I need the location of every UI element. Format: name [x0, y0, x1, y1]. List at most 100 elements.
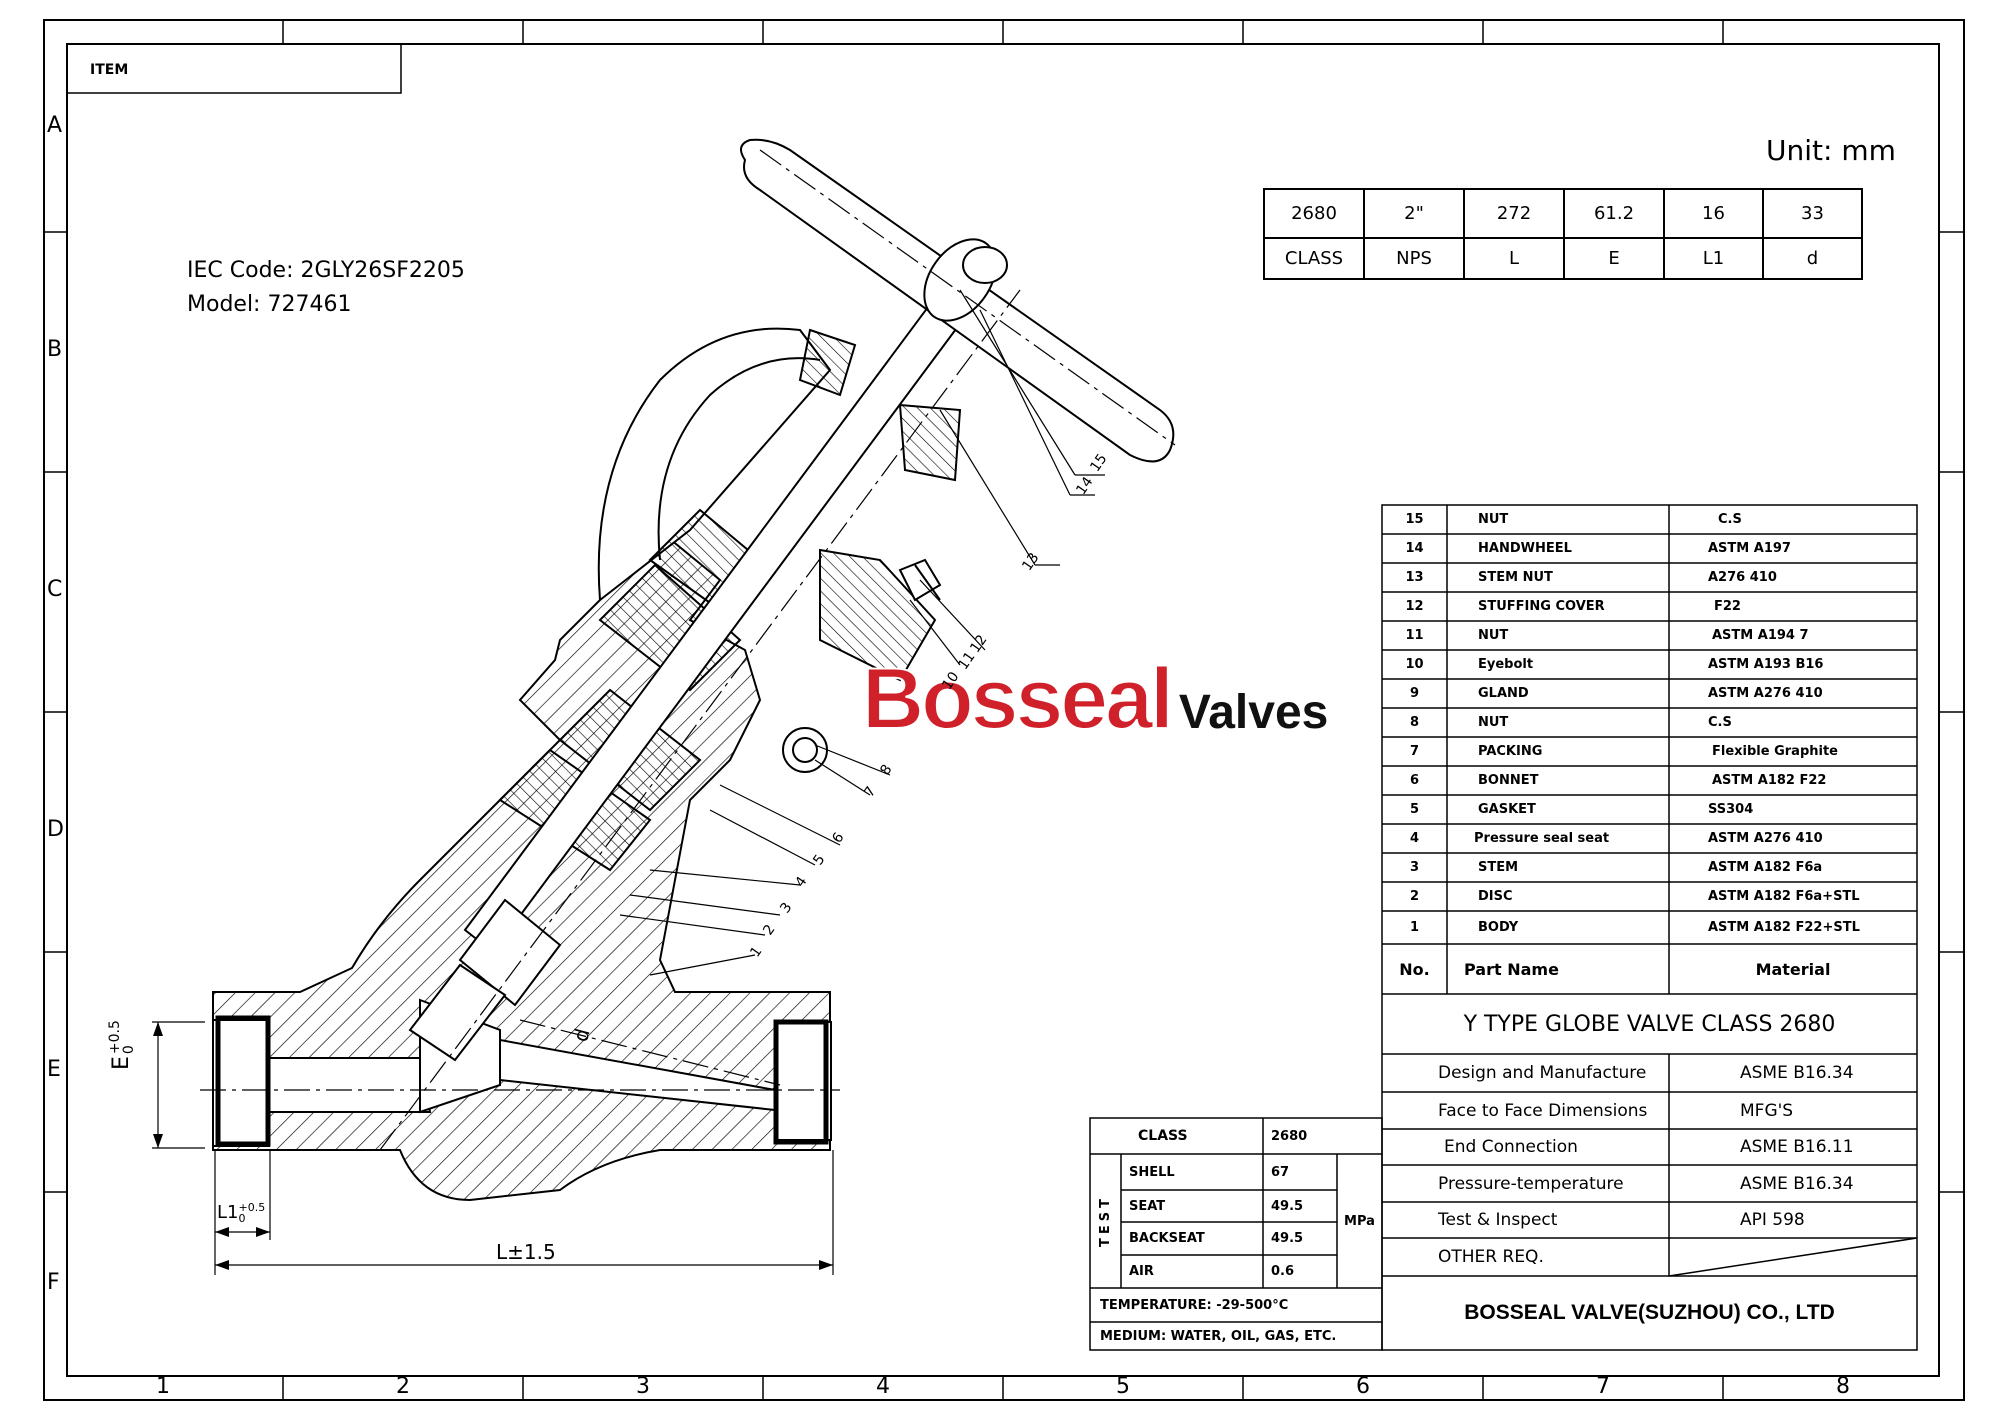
outer-border [43, 19, 1965, 1401]
part-material: ASTM A182 F6a+STL [1708, 889, 1860, 904]
dim-value-e: 61.2 [1593, 203, 1635, 224]
dim-value-class: 2680 [1291, 203, 1337, 224]
parts-header-material: Material [1755, 959, 1831, 979]
part-no: 2 [1409, 889, 1420, 904]
zone-number-7: 7 [1596, 1374, 1610, 1399]
logo-brand: Bosseal [861, 650, 1175, 748]
part-material: ASTM A193 B16 [1708, 657, 1824, 672]
test-row-value: 49.5 [1271, 1198, 1304, 1214]
dim-e-letter: E [109, 1056, 134, 1070]
test-vertical-label: TEST [1098, 1195, 1113, 1247]
dim-l-label: L±1.5 [496, 1240, 556, 1264]
part-no: 1 [1409, 920, 1420, 935]
part-material: SS304 [1708, 802, 1754, 817]
dim-value-d: 33 [1801, 203, 1824, 224]
spec-value: ASME B16.34 [1740, 1173, 1854, 1194]
spec-label: OTHER REQ. [1438, 1247, 1544, 1267]
dim-label-nps: NPS [1396, 248, 1432, 269]
part-name: GLAND [1478, 686, 1529, 701]
spec-value: API 598 [1740, 1210, 1805, 1230]
zone-number-4: 4 [876, 1374, 890, 1399]
item-box [66, 43, 402, 94]
spec-label: Pressure-temperature [1438, 1173, 1624, 1194]
spec-value: MFG'S [1740, 1100, 1794, 1121]
part-no: 13 [1405, 570, 1424, 585]
spec-value: ASME B16.11 [1740, 1137, 1854, 1157]
test-row-label: SEAT [1129, 1198, 1166, 1214]
part-material: ASTM A182 F6a [1708, 860, 1823, 875]
dim-label-e: E [1608, 248, 1620, 269]
zone-label-b: B [47, 337, 63, 362]
dim-e-tol-upper: +0.5 [107, 1020, 123, 1055]
part-name: Eyebolt [1478, 657, 1534, 672]
dim-value-nps: 2" [1404, 203, 1424, 224]
dim-l1-letter: L1 [217, 1202, 239, 1223]
part-material: Flexible Graphite [1712, 744, 1839, 759]
unit-label: Unit: mm [1766, 134, 1896, 167]
dim-value-l1: 16 [1702, 203, 1725, 224]
part-no: 14 [1405, 541, 1424, 556]
part-name: NUT [1478, 512, 1509, 527]
part-no: 5 [1409, 802, 1420, 817]
part-name: HANDWHEEL [1478, 541, 1572, 556]
test-row-value: 67 [1271, 1164, 1290, 1180]
zone-number-3: 3 [636, 1374, 650, 1399]
part-material: C.S [1718, 512, 1742, 527]
zone-label-a: A [47, 113, 63, 138]
part-material: ASTM A182 F22+STL [1708, 920, 1860, 935]
part-name: STEM [1478, 860, 1519, 875]
dim-label-class: CLASS [1284, 248, 1344, 269]
spec-label: Design and Manufacture [1438, 1063, 1647, 1083]
test-row-value: 49.5 [1271, 1231, 1304, 1246]
zone-label-e: E [47, 1057, 61, 1082]
part-material: ASTM A276 410 [1708, 686, 1823, 701]
spec-label: Test & Inspect [1438, 1210, 1558, 1230]
test-row-value: 0.6 [1271, 1264, 1295, 1279]
part-no: 11 [1405, 628, 1424, 643]
leader-lines [619, 289, 1105, 976]
dim-l1-tol-lower: 0 [238, 1212, 246, 1225]
test-row-label: AIR [1129, 1264, 1154, 1279]
dimension-arrows [153, 1022, 833, 1270]
part-name: STEM NUT [1478, 570, 1553, 585]
parts-header-no: No. [1399, 959, 1430, 979]
dimension-table-grid [1263, 188, 1863, 280]
test-table-grid [1089, 1117, 1383, 1351]
test-medium: MEDIUM: WATER, OIL, GAS, ETC. [1100, 1328, 1337, 1344]
zone-number-1: 1 [156, 1374, 170, 1399]
test-row-label: BACKSEAT [1129, 1231, 1205, 1246]
part-material: ASTM A194 7 [1712, 628, 1809, 643]
part-no: 7 [1409, 744, 1420, 759]
dimension-lines [152, 1021, 834, 1275]
spec-label: End Connection [1444, 1137, 1578, 1157]
part-material: ASTM A182 F22 [1712, 773, 1827, 788]
item-label: ITEM [90, 62, 129, 78]
parts-header-name: Part Name [1464, 959, 1559, 979]
model-number: Model: 727461 [187, 292, 352, 317]
spec-value [1732, 1238, 1917, 1276]
test-class-label: CLASS [1138, 1128, 1188, 1144]
part-name: PACKING [1478, 744, 1543, 759]
logo-suffix: Valves [1178, 686, 1329, 739]
dim-label-l: L [1508, 248, 1520, 269]
spec-label: Face to Face Dimensions [1438, 1100, 1648, 1121]
part-name: BODY [1478, 920, 1519, 935]
part-name: GASKET [1478, 802, 1536, 817]
test-row-label: SHELL [1129, 1164, 1175, 1180]
iec-code: IEC Code: 2GLY26SF2205 [187, 258, 465, 283]
zone-number-2: 2 [396, 1374, 410, 1399]
zone-number-5: 5 [1116, 1374, 1130, 1399]
part-no: 3 [1409, 860, 1420, 875]
part-material: F22 [1714, 599, 1741, 614]
part-no: 15 [1405, 512, 1424, 527]
test-unit: MPa [1344, 1213, 1375, 1229]
part-material: ASTM A276 410 [1708, 831, 1823, 846]
company-name: BOSSEAL VALVE(SUZHOU) CO., LTD [1464, 1301, 1835, 1324]
part-name: NUT [1478, 715, 1509, 730]
part-name: DISC [1478, 889, 1513, 904]
zone-number-6: 6 [1356, 1374, 1370, 1399]
dim-l1-tol-upper: +0.5 [238, 1201, 266, 1214]
